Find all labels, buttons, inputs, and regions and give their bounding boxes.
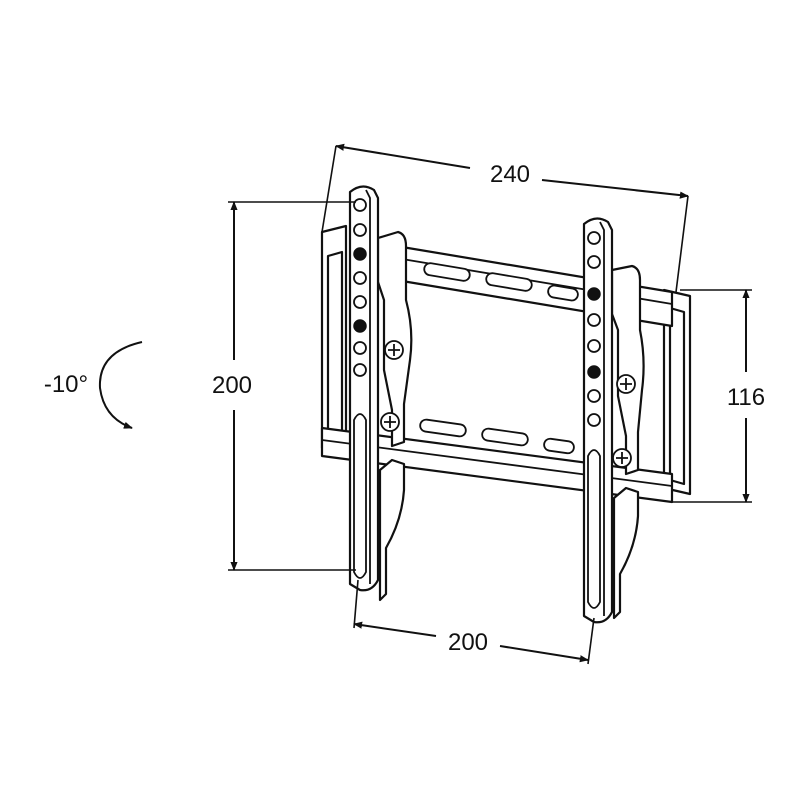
wall-plate-right-flange-inner bbox=[668, 306, 686, 486]
wall-plate-left-flange-inner bbox=[326, 250, 344, 446]
dimension-line bbox=[335, 143, 471, 169]
cross-icon bbox=[384, 416, 396, 428]
left-lower-bracket bbox=[378, 458, 406, 602]
left-arm-slot bbox=[353, 413, 367, 579]
bottom-rail-slots bbox=[419, 418, 575, 455]
dimension-label-200-horizontal: 200 bbox=[448, 629, 488, 656]
right-arm-holes bbox=[587, 231, 601, 427]
right-lower-bracket bbox=[612, 486, 640, 620]
right-tilt-bracket bbox=[610, 264, 645, 476]
rail-slot bbox=[423, 262, 471, 282]
mount-hole bbox=[587, 389, 601, 403]
mount-hole bbox=[587, 313, 601, 327]
mount-hole bbox=[353, 319, 367, 333]
right-arm-edge bbox=[599, 221, 605, 616]
dimension-top-width: 240 bbox=[321, 143, 689, 293]
dimension-label-116: 116 bbox=[727, 384, 765, 411]
dimension-left-height: 200 bbox=[212, 201, 356, 571]
right-lower-screw bbox=[612, 448, 632, 468]
left-upper-screw bbox=[384, 340, 404, 360]
left-arm-edge bbox=[365, 189, 371, 584]
rail-slot bbox=[481, 427, 529, 447]
left-arm-holes bbox=[353, 198, 367, 377]
left-tilt-bracket bbox=[376, 230, 413, 448]
dimension-bottom-width: 200 bbox=[353, 579, 595, 665]
wall-plate-bottom-rail-edge bbox=[321, 439, 673, 487]
extension-line bbox=[353, 579, 359, 629]
mount-hole bbox=[353, 223, 367, 237]
mount-hole bbox=[587, 365, 601, 379]
mount-hole bbox=[587, 413, 601, 427]
mount-hole bbox=[587, 255, 601, 269]
mount-hole bbox=[353, 295, 367, 309]
mount-hole bbox=[353, 363, 367, 377]
rail-slot bbox=[419, 418, 467, 438]
dimension-line bbox=[499, 645, 589, 663]
mount-hole bbox=[353, 341, 367, 355]
tilt-indicator: -10° bbox=[44, 341, 143, 429]
extension-line bbox=[675, 195, 689, 293]
mount-hole bbox=[587, 287, 601, 301]
tilt-label: -10° bbox=[44, 371, 88, 398]
dimension-label-240: 240 bbox=[490, 161, 530, 188]
left-lower-screw bbox=[380, 412, 400, 432]
extension-line bbox=[587, 617, 595, 665]
extension-line bbox=[321, 145, 337, 233]
mount-hole bbox=[353, 247, 367, 261]
curved-arrow-icon bbox=[98, 341, 143, 429]
mount-hole bbox=[353, 271, 367, 285]
right-arm-slot bbox=[587, 449, 601, 609]
rail-slot bbox=[485, 272, 533, 292]
mount-hole bbox=[353, 198, 367, 212]
top-rail-slots bbox=[423, 262, 579, 302]
right-vertical-arm bbox=[582, 217, 645, 624]
rail-slot bbox=[547, 284, 579, 302]
dimension-label-200-vertical: 200 bbox=[212, 372, 252, 399]
mount-hole bbox=[587, 231, 601, 245]
wall-plate-top-rail-edge bbox=[395, 257, 673, 305]
left-vertical-arm bbox=[348, 185, 413, 602]
cross-icon bbox=[388, 344, 400, 356]
cross-icon bbox=[616, 452, 628, 464]
right-upper-screw bbox=[616, 374, 636, 394]
mount-hole bbox=[587, 339, 601, 353]
dimension-right-height: 116 bbox=[672, 289, 765, 503]
dimension-line bbox=[353, 621, 437, 637]
cross-icon bbox=[620, 378, 632, 390]
rail-slot bbox=[543, 437, 575, 455]
dimension-line bbox=[541, 179, 689, 199]
